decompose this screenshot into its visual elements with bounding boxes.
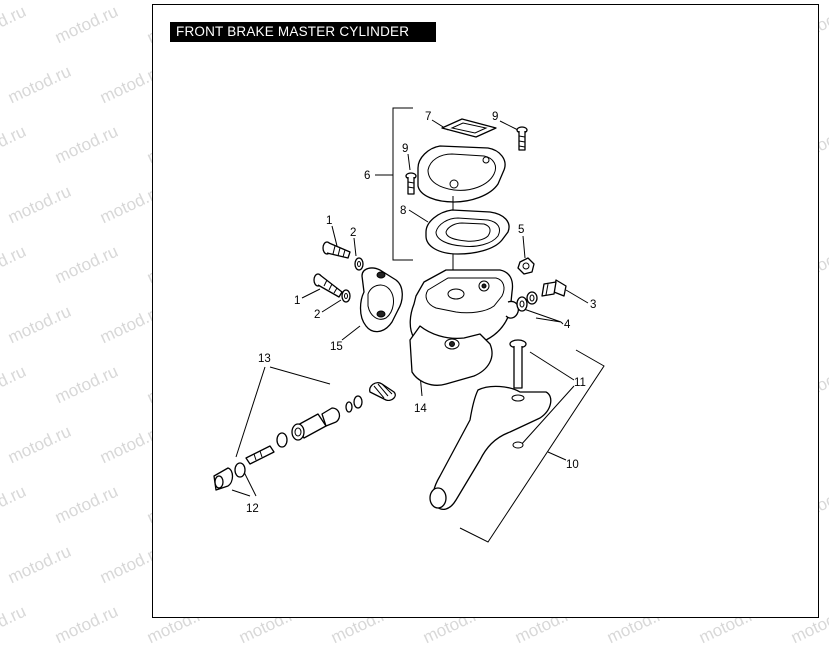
callout-3: 3: [590, 299, 596, 311]
parts-diagram: 1 2 1 2 3 4 5 6 7 8 9 9 10 11 12 13 14 1…: [213, 107, 605, 543]
brake-lever: [429, 385, 552, 511]
diaphragm: [425, 209, 510, 270]
callout-1-lower: 1: [294, 295, 300, 307]
lower-washer: [341, 289, 351, 303]
callout-1-upper: 1: [326, 215, 332, 227]
callout-5: 5: [518, 224, 524, 236]
callout-15: 15: [330, 341, 343, 353]
callout-2-upper: 2: [350, 227, 356, 239]
lower-bolt: [313, 273, 343, 298]
callout-11: 11: [574, 377, 586, 389]
callout-2-lower: 2: [314, 309, 320, 321]
callout-12: 12: [246, 503, 259, 515]
handlebar-clamp: [359, 267, 403, 333]
callout-13: 13: [258, 353, 271, 365]
cover-plate: [441, 118, 497, 138]
callout-8: 8: [400, 205, 406, 217]
callout-6: 6: [364, 170, 370, 182]
sealing-washers: [516, 291, 538, 312]
callout-14: 14: [414, 403, 427, 415]
callout-9-left: 9: [402, 143, 408, 155]
pivot-pin: [509, 339, 527, 449]
piston-assembly: [245, 382, 396, 465]
callout-4: 4: [564, 319, 571, 331]
callout-labels: 1 2 1 2 3 4 5 6 7 8 9 9 10 11 12 13 14 1…: [246, 111, 596, 515]
cover-screw-left: [405, 172, 417, 195]
upper-bolt: [322, 241, 351, 259]
cover-screw-right: [516, 126, 528, 151]
page-title: FRONT BRAKE MASTER CYLINDER: [170, 22, 436, 42]
leader-lines: [231, 107, 605, 543]
callout-10: 10: [566, 459, 579, 471]
reservoir-cover: [417, 145, 506, 212]
upper-washer: [354, 257, 364, 271]
callout-7: 7: [425, 111, 431, 123]
bleeder-nut: [517, 257, 535, 275]
master-cylinder-body: [409, 269, 520, 386]
dust-boot-retainer: [213, 462, 246, 491]
banjo-bolt: [541, 279, 567, 297]
callout-9-right: 9: [492, 111, 498, 123]
